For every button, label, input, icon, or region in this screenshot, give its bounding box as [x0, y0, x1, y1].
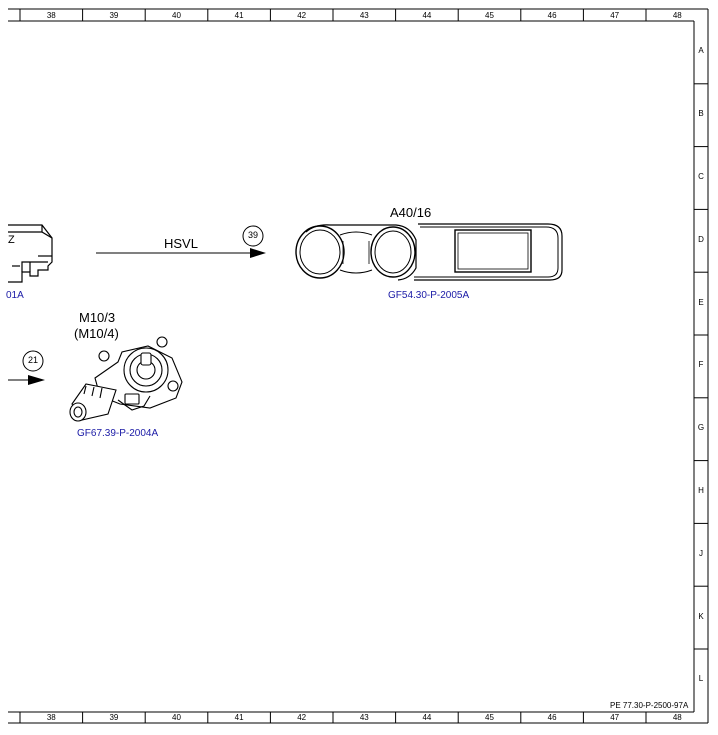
bottom-column-label: 44: [422, 713, 432, 722]
window-motor-drawing: [69, 336, 183, 422]
right-row-label: J: [699, 548, 703, 558]
top-column-label: 46: [547, 11, 557, 20]
partial-control-module: [8, 224, 53, 283]
top-column-label: 44: [422, 11, 432, 20]
right-row-label: K: [698, 611, 704, 621]
sheet-code: PE 77.30-P-2500-97A: [610, 701, 689, 710]
top-column-label: 38: [46, 11, 56, 20]
connector-39-circle: [242, 225, 264, 247]
window-motor-alt-id: (M10/4): [74, 326, 119, 341]
right-row-label: C: [698, 172, 704, 181]
bottom-column-label: 43: [359, 713, 369, 722]
right-row-label: F: [698, 360, 704, 370]
bottom-column-label: 38: [46, 713, 56, 722]
bottom-column-label: 41: [234, 713, 244, 722]
row-ticks: [694, 83, 708, 650]
right-row-label: B: [698, 109, 704, 119]
bottom-column-label: 42: [297, 713, 307, 722]
right-row-label: L: [698, 674, 704, 684]
top-column-label: 40: [172, 11, 181, 20]
bottom-column-label: 46: [547, 713, 557, 722]
right-row-label: A: [698, 46, 704, 56]
column-ticks: [19, 9, 647, 723]
connector-21-label: 21: [27, 355, 38, 365]
instrument-cluster-ref-link[interactable]: GF54.30-P-2005A: [388, 290, 470, 301]
top-column-label: 42: [297, 11, 307, 20]
instrument-cluster-id: A40/16: [390, 205, 432, 220]
top-column-label: 41: [234, 11, 244, 20]
bottom-column-label: 45: [485, 713, 494, 722]
bottom-column-label: 48: [672, 713, 682, 722]
top-column-label: 43: [359, 11, 369, 20]
top-column-label: 39: [109, 11, 119, 20]
hsvl-signal-line: [96, 248, 266, 258]
right-row-label: G: [697, 423, 705, 433]
right-row-label: H: [698, 486, 704, 495]
instrument-cluster-drawing: [295, 223, 563, 281]
right-row-label: E: [698, 297, 704, 307]
bottom-column-label: 47: [610, 713, 620, 722]
hsvl-signal-label: HSVL: [164, 236, 198, 251]
partial-module-ref-link[interactable]: 01A: [6, 290, 24, 301]
window-motor-ref-link[interactable]: GF67.39-P-2004A: [77, 428, 159, 439]
sheet-frame: [8, 8, 709, 724]
top-column-label: 48: [672, 11, 682, 20]
connector-21-signal-line: [8, 375, 45, 385]
top-column-label: 47: [610, 11, 620, 20]
bottom-column-label: 39: [109, 713, 119, 722]
right-row-label: D: [698, 234, 704, 244]
bottom-column-label: 40: [172, 713, 181, 722]
connector-39-label: 39: [247, 230, 258, 240]
partial-module-mark: Z: [8, 234, 15, 246]
connector-21-circle: [22, 350, 44, 372]
top-column-label: 45: [485, 11, 494, 20]
window-motor-id: M10/3: [79, 310, 116, 325]
